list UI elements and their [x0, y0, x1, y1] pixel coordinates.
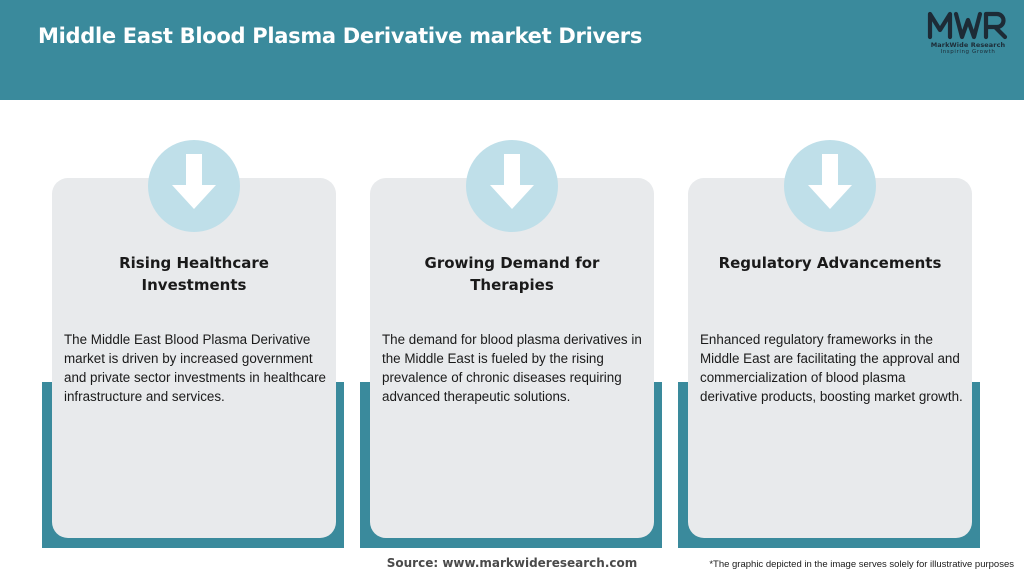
card-description: Enhanced regulatory frameworks in the Mi…: [700, 332, 963, 404]
icon-circle: [784, 140, 876, 232]
driver-card-growing-demand-for-therapies: Growing Demand for Therapies The demand …: [360, 140, 662, 548]
down-arrow-icon: [808, 154, 852, 209]
disclaimer-note: *The graphic depicted in the image serve…: [709, 559, 1014, 570]
down-arrow-icon: [490, 154, 534, 209]
brand-logo: MarkWide Research Inspiring Growth: [920, 10, 1016, 60]
driver-card-regulatory-advancements: Regulatory Advancements Enhanced regulat…: [678, 140, 980, 548]
down-arrow-icon: [172, 154, 216, 209]
source-credit: Source: www.markwideresearch.com: [386, 556, 638, 570]
card-title: Growing Demand for Therapies: [424, 254, 600, 294]
card-panel: Growing Demand for Therapies The demand …: [370, 140, 654, 538]
logo-name: MarkWide Research: [930, 41, 1006, 49]
card-panel: Regulatory Advancements Enhanced regulat…: [688, 140, 972, 538]
icon-circle: [466, 140, 558, 232]
header-banner: Middle East Blood Plasma Derivative mark…: [0, 0, 1024, 100]
card-description: The demand for blood plasma derivatives …: [382, 332, 642, 404]
driver-card-rising-healthcare-investments: Rising Healthcare Investments The Middle…: [42, 140, 344, 548]
card-title: Regulatory Advancements: [718, 254, 942, 272]
page-title: Middle East Blood Plasma Derivative mark…: [38, 24, 643, 48]
icon-circle: [148, 140, 240, 232]
card-panel: Rising Healthcare Investments The Middle…: [52, 140, 336, 538]
card-description: The Middle East Blood Plasma Derivative …: [64, 332, 327, 404]
card-title: Rising Healthcare Investments: [119, 254, 269, 294]
logo-tagline: Inspiring Growth: [940, 49, 996, 55]
mwr-logo-icon: [927, 11, 1008, 40]
